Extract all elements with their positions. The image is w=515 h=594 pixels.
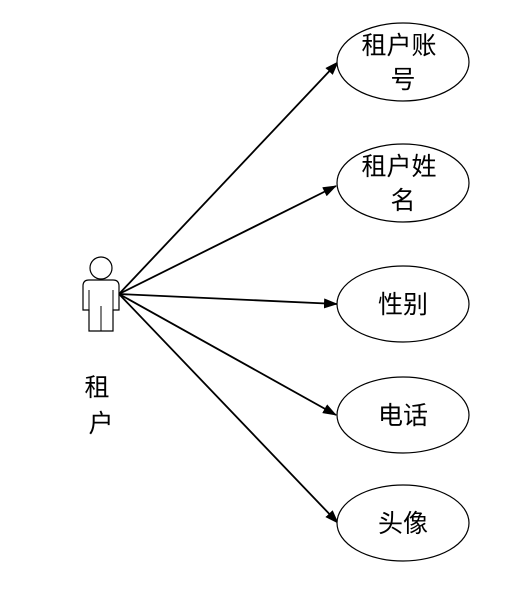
attribute-gender-line-1: 性别 xyxy=(378,290,428,319)
arrow-to-avatar xyxy=(118,293,339,524)
actor-label-line-2: 户 xyxy=(88,409,113,438)
arrow-to-gender xyxy=(118,293,338,309)
attribute-avatar-line-1: 头像 xyxy=(378,509,428,538)
attribute-account-label: 租户账 号 xyxy=(362,31,445,94)
arrow-to-account xyxy=(118,61,339,295)
attribute-name-label: 租户姓 名 xyxy=(362,152,445,215)
actor-label-line-1: 租 xyxy=(85,373,110,402)
arrow-to-name xyxy=(118,185,337,295)
attribute-name-line-1: 租户姓 xyxy=(362,152,437,181)
attribute-name-line-2: 名 xyxy=(390,186,415,215)
attribute-gender-ellipse xyxy=(336,265,470,343)
attribute-avatar: 头像 xyxy=(336,484,470,562)
actor-person-icon xyxy=(82,256,120,332)
actor-label: 租 户 xyxy=(85,373,118,438)
attribute-avatar-ellipse xyxy=(336,484,470,562)
attribute-avatar-label: 头像 xyxy=(378,509,428,538)
attribute-account-line-1: 租户账 xyxy=(362,31,437,60)
attribute-phone-label: 电话 xyxy=(378,401,428,430)
attribute-account-ellipse xyxy=(336,22,470,102)
attribute-name: 租户姓 名 xyxy=(336,143,470,223)
attribute-phone-ellipse xyxy=(336,376,470,454)
attribute-name-ellipse xyxy=(336,143,470,223)
actor-head xyxy=(89,256,113,280)
attribute-account: 租户账 号 xyxy=(336,22,470,102)
attribute-gender: 性别 xyxy=(336,265,470,343)
actor-body xyxy=(82,279,120,332)
arrow-to-phone xyxy=(118,293,337,416)
attribute-account-line-2: 号 xyxy=(390,65,415,94)
attribute-phone-line-1: 电话 xyxy=(378,401,428,430)
attribute-phone: 电话 xyxy=(336,376,470,454)
attribute-gender-label: 性别 xyxy=(378,290,428,319)
